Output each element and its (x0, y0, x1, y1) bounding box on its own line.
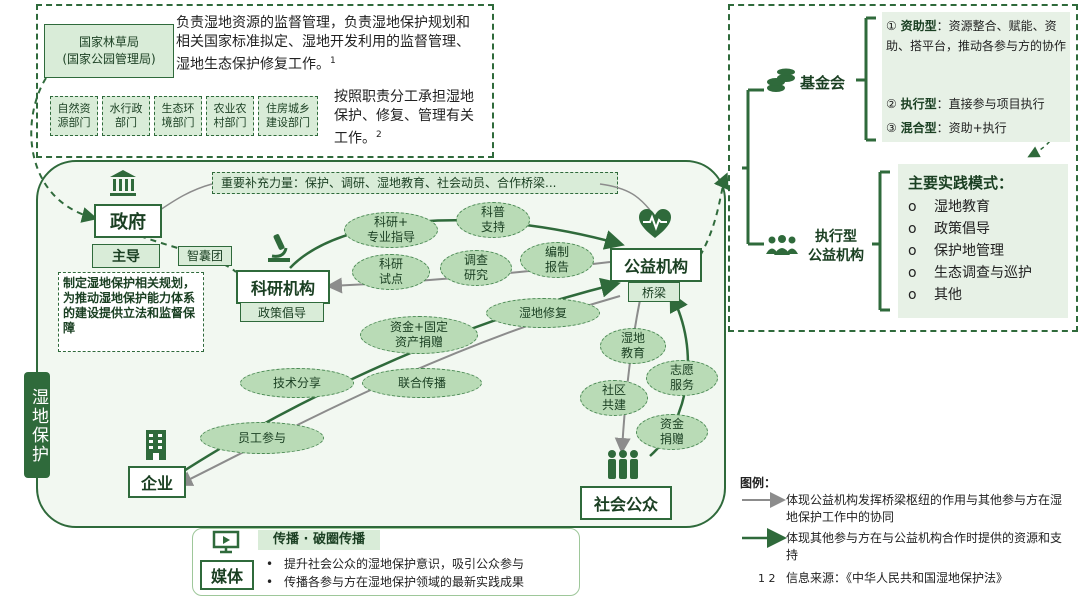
legend-green-desc: 体现其他参与方在与公益机构合作时提供的资源和支持 (786, 531, 1063, 562)
ellipse-wetland-edu: 湿地 教育 (600, 328, 666, 364)
enterprise-node: 企业 (128, 466, 186, 498)
ellipse-survey: 调查 研究 (440, 250, 512, 286)
supplement-bar: 重要补充力量：保护、调研、湿地教育、社会动员、合作桥梁... (212, 172, 618, 194)
ellipse-wetland-restore: 湿地修复 (486, 298, 600, 328)
ellipse-report: 编制 报告 (520, 242, 594, 278)
research-node: 科研机构 (236, 270, 330, 304)
ellipse-capital: 资金+固定 资产捐赠 (360, 316, 478, 354)
media-panel (192, 528, 580, 596)
coins-icon (767, 68, 795, 92)
ellipse-staff: 员工参与 (200, 422, 324, 454)
research-role: 政策倡导 (240, 302, 324, 322)
government-role: 主导 (92, 244, 160, 268)
heart-pulse-icon (639, 209, 671, 238)
legend-source-nums: 1 2 (758, 572, 776, 585)
ellipse-tech-share: 技术分享 (240, 368, 354, 398)
type-execution: ② 执行型：直接参与项目执行 (886, 97, 1045, 111)
wetland-side-label: 湿地保护 (24, 372, 50, 478)
media-node: 媒体 (200, 560, 254, 590)
dept-description: 按照职责分工承担湿地保护、修复、管理有关工作。2 (334, 89, 474, 147)
team-icon (766, 235, 798, 255)
media-point-1: •提升社会公众的湿地保护意识，吸引公众参与 (266, 557, 525, 571)
agency-panel (36, 4, 494, 158)
ellipse-science-support: 科普 支持 (456, 202, 530, 238)
practice-box (898, 164, 1068, 318)
government-description: 制定湿地保护相关规划，为推动湿地保护能力体系的建设提供立法和监督保障 (58, 272, 204, 352)
office-building-icon (146, 430, 166, 460)
right-panel (728, 4, 1078, 332)
dept-natural-resources: 自然资 源部门 (50, 96, 98, 136)
microscope-icon (268, 234, 290, 262)
government-building-icon (110, 170, 136, 196)
presentation-icon (212, 530, 240, 554)
ellipse-joint-comm: 联合传播 (362, 368, 482, 398)
legend-source: 信息来源：《中华人民共和国湿地保护法》 (786, 571, 1009, 585)
media-tag: 传播 · 破圈传播 (258, 530, 380, 550)
dept-agriculture: 农业农 村部门 (206, 96, 254, 136)
foundation-label: 基金会 (800, 74, 846, 92)
ellipse-research-pilot: 科研 试点 (352, 254, 430, 290)
agency-box: 国家林草局 (国家公园管理局) (44, 24, 174, 78)
people-group-icon (608, 450, 638, 479)
type-hybrid: ③ 混合型：资助+执行 (886, 121, 1007, 135)
legend-title: 图例： (740, 476, 777, 490)
practice-title: 主要实践模式： (908, 174, 1014, 192)
think-tank-label: 智囊团 (178, 246, 232, 266)
dept-water: 水行政 部门 (102, 96, 150, 136)
nonprofit-node: 公益机构 (610, 248, 702, 282)
exec-org-label: 执行型 公益机构 (808, 229, 864, 264)
foundation-types-box (882, 12, 1070, 142)
agency-description: 负责湿地资源的监督管理，负责湿地保护规划和相关国家标准拟定、湿地开发利用的监督管… (176, 15, 470, 73)
ellipse-research-guidance: 科研+ 专业指导 (344, 212, 438, 248)
government-node: 政府 (94, 204, 162, 238)
dept-ecology: 生态环 境部门 (154, 96, 202, 136)
type-funding: ① 资助型：资源整合、赋能、资助、搭平台，推动各参与方的协作 (886, 19, 1067, 53)
ellipse-community: 社区 共建 (580, 380, 648, 416)
ellipse-volunteer: 志愿 服务 (646, 360, 718, 396)
media-point-2: •传播各参与方在湿地保护领域的最新实践成果 (266, 575, 525, 589)
nonprofit-role: 桥梁 (628, 282, 680, 302)
legend-gray-desc: 体现公益机构发挥桥梁枢纽的作用与其他参与方在湿地保护工作中的协同 (786, 493, 1063, 524)
dept-housing: 住房城乡 建设部门 (258, 96, 318, 136)
public-node: 社会公众 (580, 486, 672, 520)
ellipse-donation: 资金 捐赠 (636, 414, 708, 450)
